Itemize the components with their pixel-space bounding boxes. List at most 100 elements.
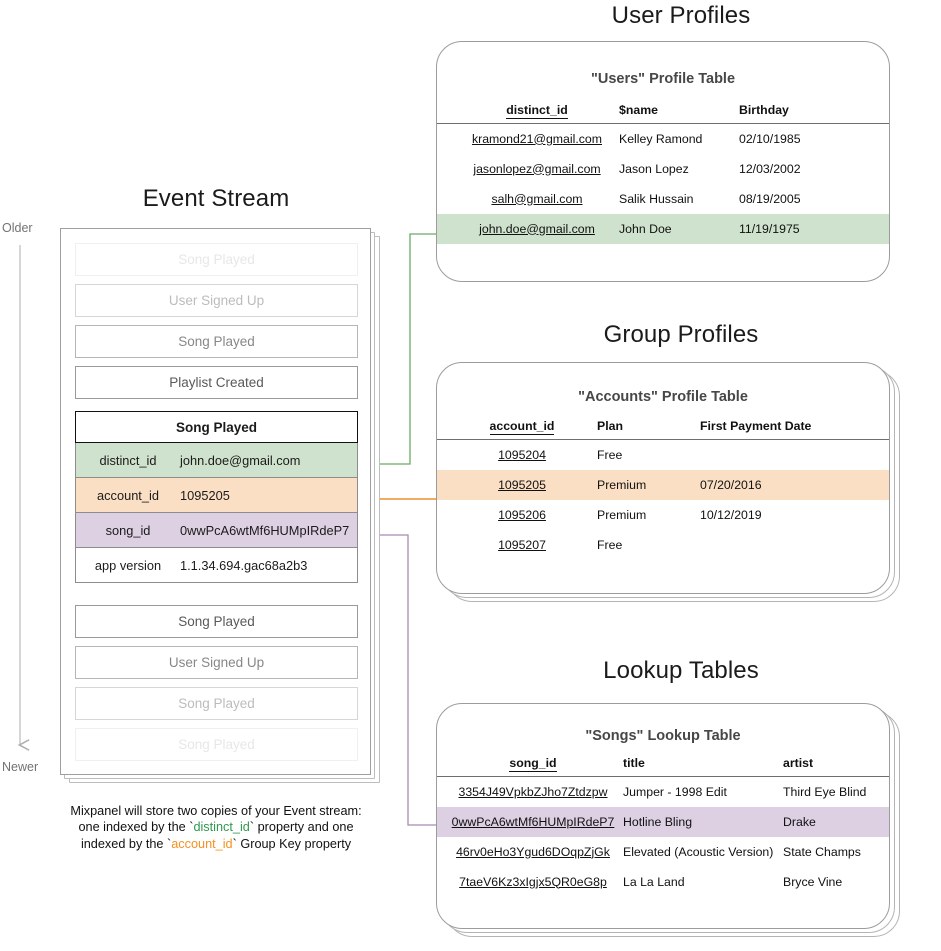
group-profiles-title: Group Profiles: [603, 321, 759, 348]
event-stream-card: Song Played User Signed Up Song Played P…: [60, 228, 371, 775]
selected-event-card[interactable]: Song Played distinct_id john.doe@gmail.c…: [75, 411, 358, 583]
event-stream-title: Event Stream: [142, 185, 290, 212]
caption-line-2: one indexed by the `distinct_id` propert…: [38, 819, 394, 835]
cell-distinct-id: kramond21@gmail.com: [471, 131, 603, 146]
caption-line-3: indexed by the `account_id` Group Key pr…: [38, 836, 394, 852]
event-item[interactable]: Song Played: [75, 687, 358, 720]
event-item[interactable]: Song Played: [75, 728, 358, 761]
cell-title: La La Land: [623, 874, 685, 889]
cell-birthday: 02/10/1985: [739, 131, 801, 146]
event-property-row-app-version: app version 1.1.34.694.gac68a2b3: [75, 548, 358, 583]
songs-table-title: "Songs" Lookup Table: [585, 728, 741, 744]
table-header-row: account_id Plan First Payment Date: [437, 419, 889, 440]
event-item[interactable]: Playlist Created: [75, 366, 358, 399]
axis-label-newer: Newer: [2, 760, 39, 774]
table-row[interactable]: 7taeV6Kz3xIgjx5QR0eG8p La La Land Bryce …: [437, 867, 889, 897]
column-label: Birthday: [739, 103, 789, 117]
property-value: 0wwPcA6wtMf6HUMpIRdeP7: [180, 522, 350, 538]
cell-distinct-id: salh@gmail.com: [491, 191, 583, 206]
lookup-tables-title: Lookup Tables: [603, 657, 759, 684]
user-profiles-title: User Profiles: [611, 2, 751, 29]
caption-line-1: Mixpanel will store two copies of your E…: [70, 804, 362, 818]
table-row-highlighted[interactable]: 1095205 Premium 07/20/2016: [437, 469, 889, 500]
cell-first-payment-date: 07/20/2016: [700, 469, 889, 500]
users-table: distinct_id $name Birthday kramond21@gma…: [437, 103, 889, 244]
cell-name: Jason Lopez: [619, 161, 689, 176]
event-item[interactable]: User Signed Up: [75, 284, 358, 317]
column-label: title: [623, 756, 645, 770]
table-row[interactable]: 3354J49VpkbZJho7Ztdzpw Jumper - 1998 Edi…: [437, 777, 889, 807]
cell-first-payment-date: [700, 440, 889, 470]
cell-plan: Premium: [597, 469, 700, 500]
caption-text: ` property and one: [249, 820, 354, 835]
table-row[interactable]: 1095204 Free: [437, 440, 889, 470]
table-row[interactable]: salh@gmail.com Salik Hussain 08/19/2005: [437, 184, 889, 214]
column-header-distinct-id: distinct_id: [437, 103, 619, 124]
column-header-account-id: account_id: [437, 419, 597, 440]
cell-account-id: 1095206: [498, 507, 546, 522]
accounts-table: account_id Plan First Payment Date 10952…: [437, 419, 889, 560]
songs-table: song_id title artist 3354J49VpkbZJho7Ztd…: [437, 756, 889, 897]
event-property-row-song-id: song_id 0wwPcA6wtMf6HUMpIRdeP7: [75, 513, 358, 548]
column-header-plan: Plan: [597, 419, 700, 440]
event-item[interactable]: Song Played: [75, 325, 358, 358]
selected-event-name: Song Played: [75, 411, 358, 443]
cell-artist: State Champs: [783, 844, 861, 859]
cell-account-id: 1095204: [498, 447, 546, 462]
table-row[interactable]: 46rv0eHo3Ygud6DOqpZjGk Elevated (Acousti…: [437, 837, 889, 867]
column-label: First Payment Date: [700, 419, 812, 433]
cell-birthday: 11/19/1975: [739, 213, 889, 244]
property-value: john.doe@gmail.com: [180, 452, 301, 468]
property-key: distinct_id: [99, 452, 157, 468]
cell-name: Kelley Ramond: [619, 131, 703, 146]
table-row-highlighted[interactable]: 0wwPcA6wtMf6HUMpIRdeP7 Hotline Bling Dra…: [437, 806, 889, 837]
event-stream-caption: Mixpanel will store two copies of your E…: [38, 803, 394, 852]
cell-song-id: 0wwPcA6wtMf6HUMpIRdeP7: [437, 806, 623, 837]
event-item[interactable]: Song Played: [75, 605, 358, 638]
accounts-profile-panel: "Accounts" Profile Table account_id Plan…: [436, 362, 890, 594]
cell-plan: Free: [597, 447, 623, 462]
property-key: song_id: [105, 522, 151, 538]
table-row[interactable]: jasonlopez@gmail.com Jason Lopez 12/03/2…: [437, 154, 889, 184]
column-header-song-id: song_id: [437, 756, 623, 777]
cell-account-id: 1095207: [498, 537, 546, 552]
cell-plan: Free: [597, 537, 623, 552]
cell-song-id: 3354J49VpkbZJho7Ztdzpw: [458, 784, 608, 799]
cell-birthday: 12/03/2002: [739, 161, 801, 176]
cell-name: John Doe: [619, 213, 739, 244]
cell-artist: Drake: [783, 806, 889, 837]
event-property-row-account-id: account_id 1095205: [75, 478, 358, 513]
cell-plan: Premium: [597, 507, 647, 522]
users-table-title: "Users" Profile Table: [590, 71, 736, 87]
column-header-birthday: Birthday: [739, 103, 889, 124]
column-label: distinct_id: [506, 103, 568, 119]
column-label: Plan: [597, 419, 623, 433]
property-value: 1095205: [180, 487, 230, 503]
table-row-highlighted[interactable]: john.doe@gmail.com John Doe 11/19/1975: [437, 213, 889, 244]
cell-first-payment-date: 10/12/2019: [700, 507, 762, 522]
cell-title: Hotline Bling: [623, 806, 783, 837]
table-row[interactable]: 1095207 Free: [437, 530, 889, 560]
caption-text: indexed by the `: [80, 836, 172, 851]
table-row[interactable]: 1095206 Premium 10/12/2019: [437, 500, 889, 530]
column-header-artist: artist: [783, 756, 889, 777]
column-label: $name: [619, 103, 658, 117]
cell-first-payment-date: [700, 530, 889, 560]
event-property-row-distinct-id: distinct_id john.doe@gmail.com: [75, 443, 358, 478]
column-header-first-payment-date: First Payment Date: [700, 419, 889, 440]
table-row[interactable]: kramond21@gmail.com Kelley Ramond 02/10/…: [437, 124, 889, 154]
event-item[interactable]: User Signed Up: [75, 646, 358, 679]
column-label: account_id: [489, 419, 555, 435]
cell-song-id: 46rv0eHo3Ygud6DOqpZjGk: [456, 844, 610, 859]
cell-distinct-id: jasonlopez@gmail.com: [473, 161, 601, 176]
axis-label-older: Older: [2, 221, 33, 235]
cell-artist: Bryce Vine: [783, 874, 843, 889]
cell-title: Elevated (Acoustic Version): [623, 844, 774, 859]
users-profile-panel: "Users" Profile Table distinct_id $name …: [436, 41, 890, 282]
event-item[interactable]: Song Played: [75, 243, 358, 276]
table-header-row: distinct_id $name Birthday: [437, 103, 889, 124]
accounts-table-title: "Accounts" Profile Table: [578, 389, 748, 405]
property-value: 1.1.34.694.gac68a2b3: [180, 557, 308, 573]
cell-song-id: 7taeV6Kz3xIgjx5QR0eG8p: [459, 874, 607, 889]
